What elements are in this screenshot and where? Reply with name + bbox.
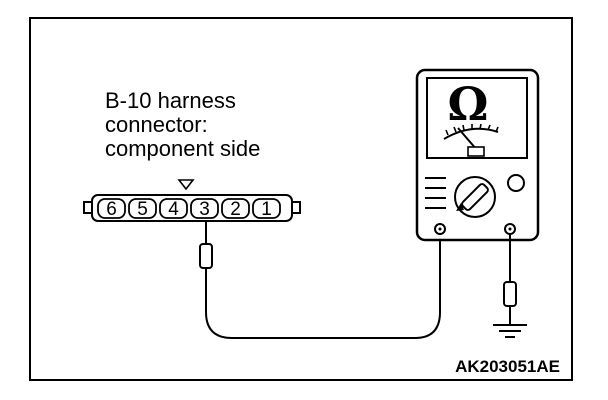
connector-pin-cell [221,198,250,219]
ground-probe [503,234,517,324]
connector-pin-number: 2 [230,199,241,220]
connector-pin-number: 1 [261,199,272,220]
probe-point-marker-icon [177,179,195,191]
range-selector-knob [454,176,496,218]
pin-probe-tip [199,243,213,269]
ground-probe-tip [503,281,517,307]
figure-code: AK203051AE [455,357,560,376]
connector-pin: 3 [190,198,219,220]
connector-label-line1: B-10 harness [105,88,236,113]
connector-pin-number: 3 [199,199,210,220]
connector-pin-cell [97,198,126,219]
connector-pin-number: 4 [168,199,179,220]
meter-vent-lines [425,177,446,209]
zero-adjust-knob [507,174,525,192]
connector-pin: 2 [221,198,250,220]
connector-pin-cell [159,198,188,219]
connector-label-line2: connector: [105,112,208,137]
connector-label-line3: component side [105,136,260,161]
connector-pin: 5 [128,198,157,220]
test-lead-wire [205,232,441,339]
meter-scale-ticks [445,123,499,136]
connector-pin-cell [128,198,157,219]
connector-pin-cell [252,198,281,219]
meter-scale-arc [443,127,499,140]
pin-probe [199,222,213,312]
connector-pin: 1 [252,198,281,220]
ohm-symbol-icon: Ω [448,77,489,131]
meter-display [426,77,528,159]
connector-pin-cell [190,198,219,219]
ground-icon [493,324,527,338]
connector-pin: 4 [159,198,188,220]
connector-pin-number: 6 [106,199,117,220]
ohmmeter: Ω [415,68,540,242]
meter-needle-base [467,146,485,157]
connector-pin-number: 5 [137,199,148,220]
connector-pin: 6 [97,198,126,220]
